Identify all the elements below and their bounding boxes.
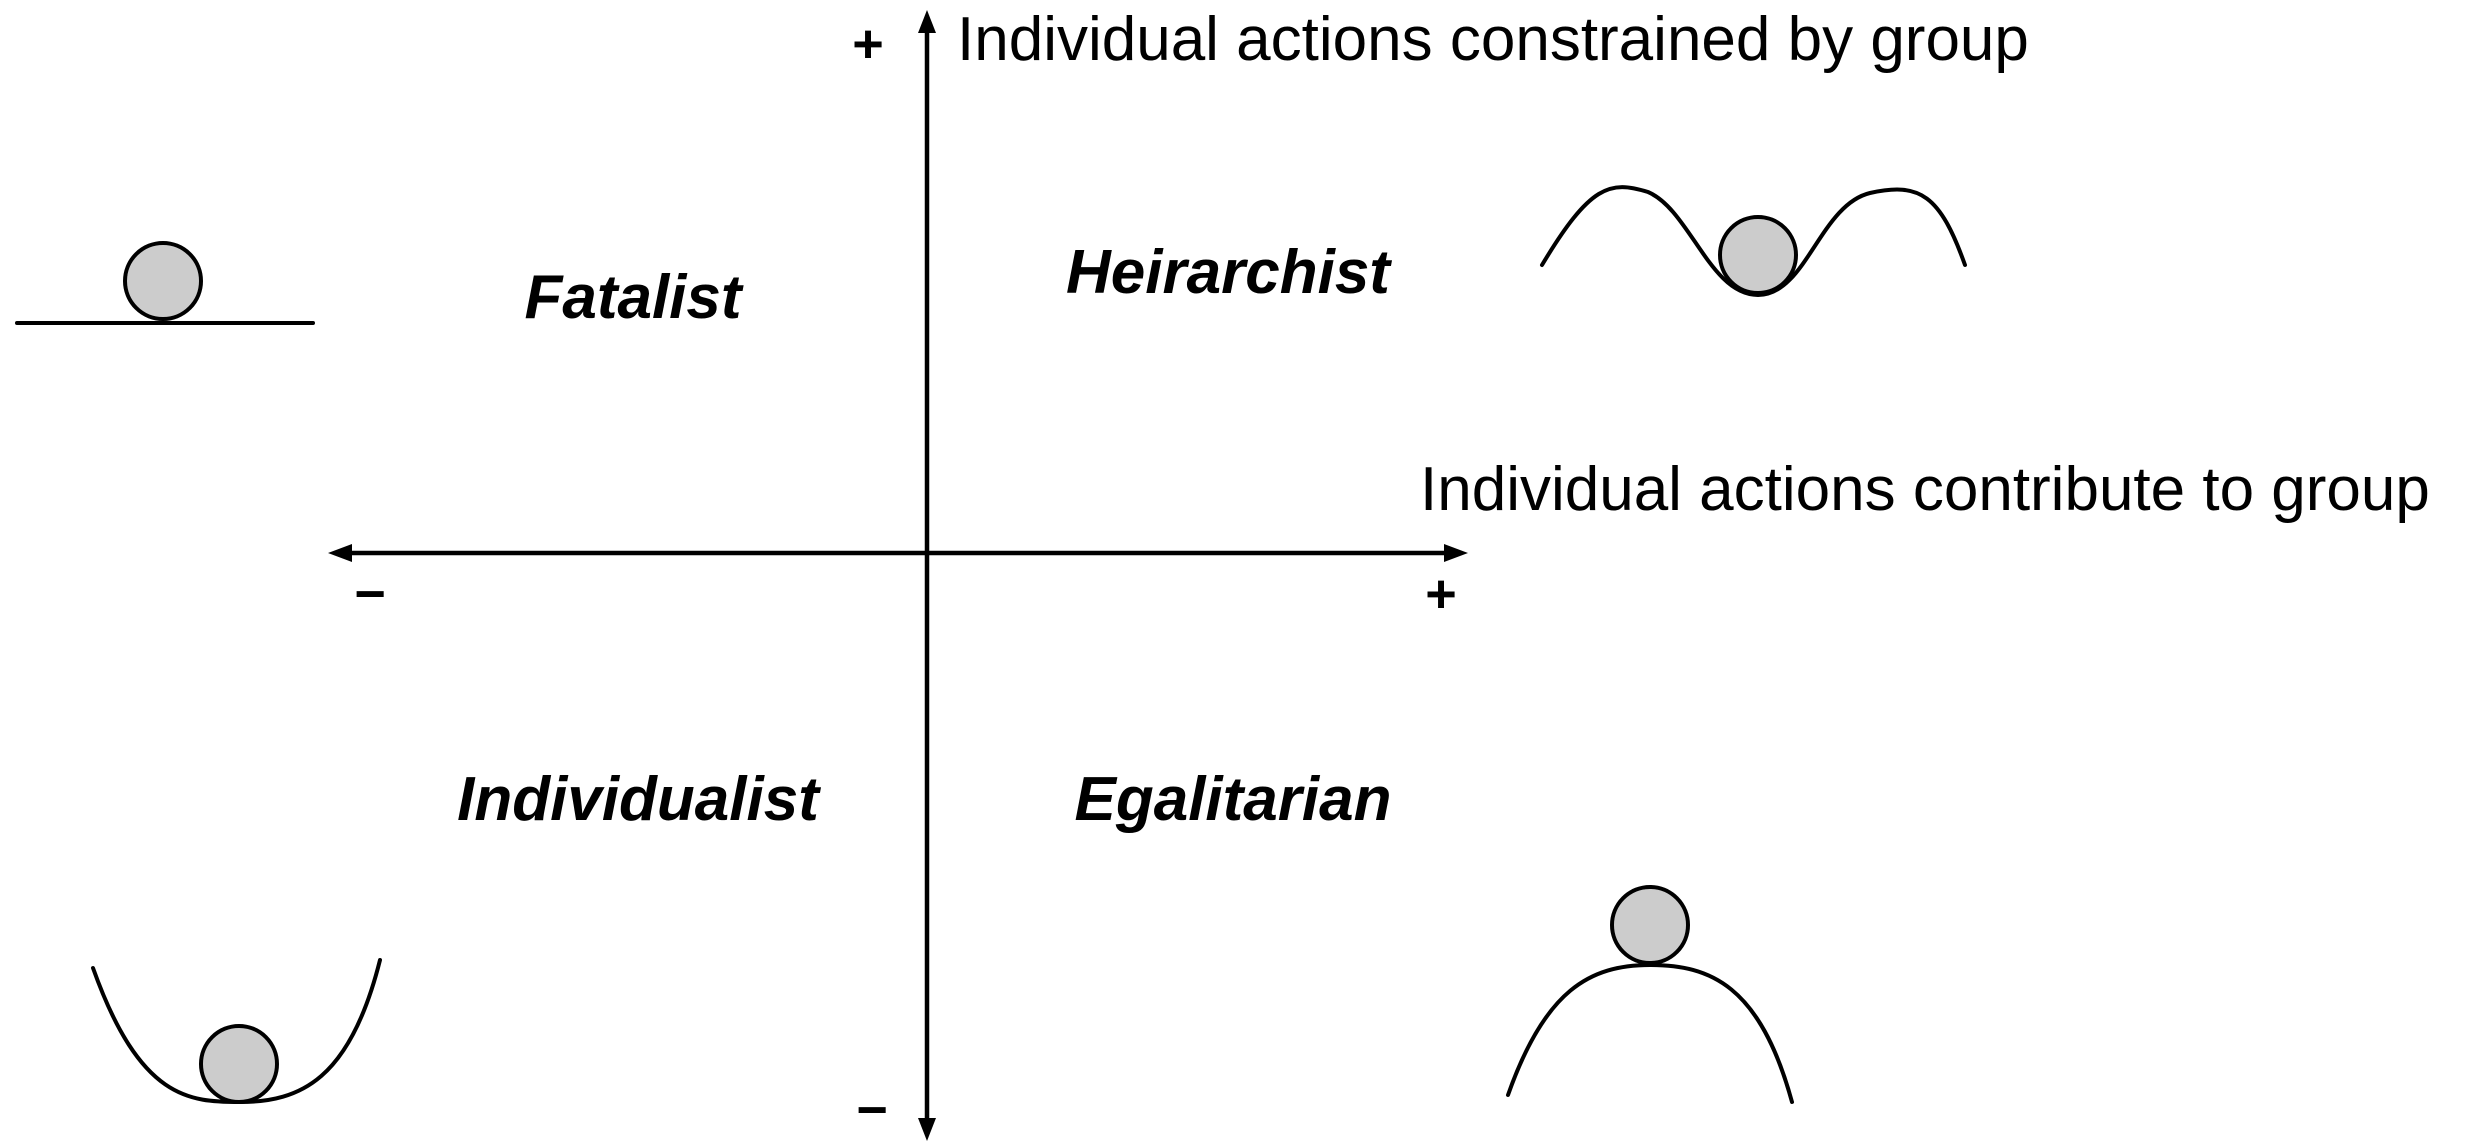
quadrant-label-heirarchist: Heirarchist xyxy=(1066,238,1392,307)
ball xyxy=(1718,215,1798,295)
ball-in-dip-between-hills-icon xyxy=(1540,185,1967,297)
quadrant-label-individualist: Individualist xyxy=(457,765,821,834)
vertical-axis-down-arrowhead xyxy=(918,1118,936,1141)
ball-on-flat-line-icon xyxy=(15,241,315,325)
ball xyxy=(1610,885,1690,965)
horizontal-axis-positive-sign: + xyxy=(1425,564,1457,624)
horizontal-axis-title: Individual actions contribute to group xyxy=(1420,455,2430,524)
vertical-axis-title: Individual actions constrained by group xyxy=(957,5,2029,74)
horizontal-axis-negative-sign: − xyxy=(354,564,386,624)
ball-on-hilltop-icon xyxy=(1506,885,1794,1104)
quadrant-label-egalitarian: Egalitarian xyxy=(1075,765,1392,834)
horizontal-axis-right-arrowhead xyxy=(1444,544,1468,562)
vertical-axis xyxy=(918,10,936,1141)
horizontal-axis-left-arrowhead xyxy=(328,544,352,562)
ball-in-valley-icon xyxy=(91,958,382,1104)
horizontal-axis xyxy=(328,544,1468,562)
ball xyxy=(123,241,203,321)
quadrant-label-fatalist: Fatalist xyxy=(524,263,743,332)
vertical-axis-positive-sign: + xyxy=(852,14,884,74)
vertical-axis-up-arrowhead xyxy=(918,10,936,33)
vertical-axis-negative-sign: − xyxy=(856,1080,888,1140)
hill-curve xyxy=(1506,963,1794,1104)
ball xyxy=(199,1024,279,1104)
